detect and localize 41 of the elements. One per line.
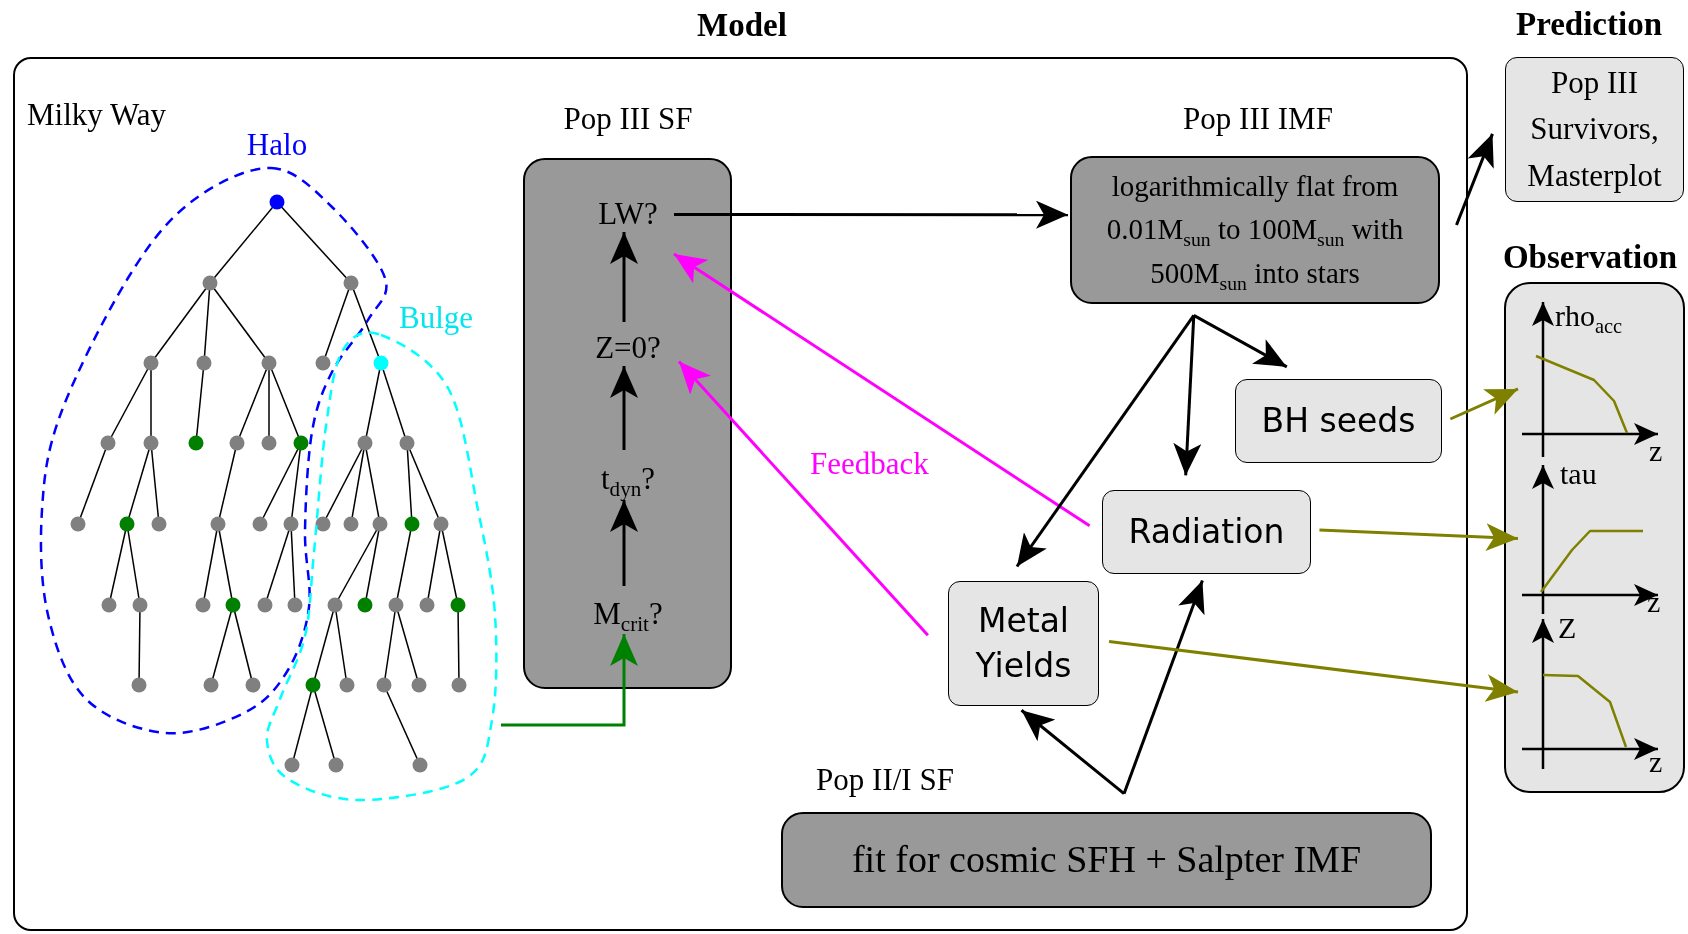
arrow: [673, 252, 1091, 528]
section-label: Milky Way: [27, 97, 166, 133]
arrow: [610, 366, 638, 450]
process-box: BH seeds: [1235, 379, 1442, 463]
heading: Pop III SF: [563, 100, 693, 138]
arrow: [1319, 523, 1519, 552]
arrow: [1108, 640, 1519, 702]
arrow: [1193, 314, 1288, 369]
axis-label: rho$_{acc}$: [1555, 301, 1623, 331]
arrow: [610, 500, 638, 586]
heading: Model: [697, 6, 787, 45]
heading: Pop II/I SF: [816, 761, 954, 799]
process-box: Radiation: [1102, 490, 1311, 574]
arrow: [1173, 315, 1202, 476]
feedback-label: Feedback: [810, 446, 929, 482]
heading: Halo: [246, 126, 308, 164]
process-box: Metal Yields: [948, 581, 1099, 706]
arrow: [677, 360, 929, 637]
arrow: [501, 634, 638, 727]
condition-label: Z=0?: [573, 326, 683, 370]
heading: Pop III IMF: [1183, 100, 1333, 138]
arrow: [610, 232, 638, 322]
heading: Observation: [1502, 238, 1678, 277]
box-text: Pop III Survivors, Masterplot: [1526, 63, 1663, 195]
axis-label: Z: [1558, 613, 1577, 643]
axis-label: z: [1649, 436, 1663, 466]
arrow: [1020, 709, 1125, 795]
arrow: [674, 200, 1068, 229]
box-text: fit for cosmic SFH + Salpter IMF: [851, 837, 1362, 883]
heading: Bulge: [398, 299, 474, 337]
axis-label: z: [1649, 747, 1663, 777]
arrow: [1455, 133, 1494, 226]
condition-label: t$_{dyn}$?: [578, 454, 678, 504]
condition-label: M$_{crit}$?: [573, 590, 683, 638]
arrow: [1122, 579, 1205, 795]
condition-label: LW?: [578, 192, 678, 236]
heading: Prediction: [1516, 5, 1662, 44]
axis-label: tau: [1560, 459, 1597, 489]
arrow: [1449, 387, 1519, 421]
box-text: logarithmically flat from 0.01M$_{sun}$ to 100M$_{sun}$ with 500M$_{sun}$ into stars: [1105, 168, 1405, 296]
axis-label: z: [1647, 587, 1661, 617]
